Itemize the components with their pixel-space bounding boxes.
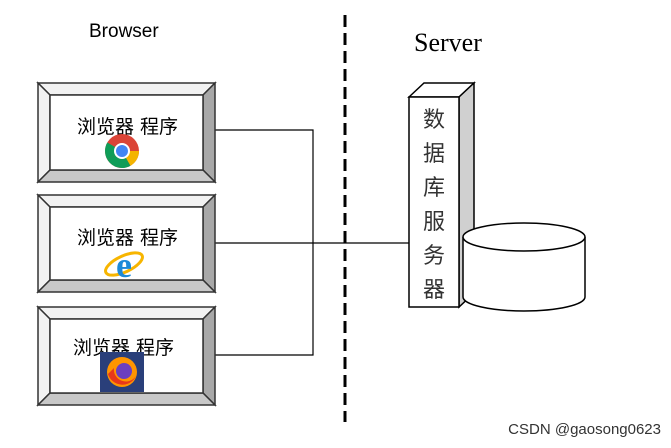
client-label-2: 浏览器 程序 xyxy=(77,227,179,249)
internet-explorer-icon: e xyxy=(104,245,144,284)
database-cylinder xyxy=(462,222,586,312)
watermark: CSDN @gaosong0623 xyxy=(508,421,661,438)
server-title: Server xyxy=(414,28,482,57)
chrome-icon xyxy=(105,134,139,168)
svg-text:e: e xyxy=(116,245,132,284)
client-label-1: 浏览器 程序 xyxy=(77,116,179,138)
client-box-1 xyxy=(36,81,217,184)
connectors xyxy=(215,129,410,356)
client-box-2 xyxy=(36,193,217,294)
client-label-3: 浏览器 程序 xyxy=(73,337,175,359)
firefox-icon xyxy=(100,352,144,392)
browser-title: Browser xyxy=(89,21,159,42)
server-label: 数据库服务器 xyxy=(422,108,445,303)
